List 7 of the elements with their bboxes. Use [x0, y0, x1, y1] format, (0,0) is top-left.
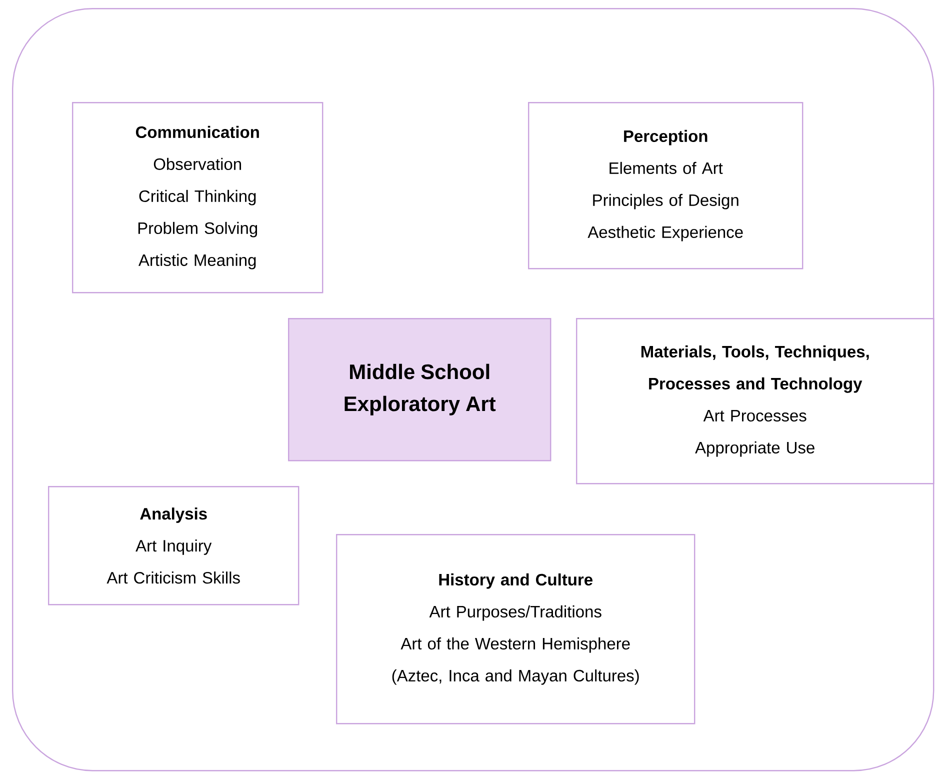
topic-box: History and Culture Art Purposes/Traditions Art of the Western Hemisphere (Aztec, Inca and Mayan Cultures)	[336, 534, 696, 724]
topic-box: Perception Elements of Art Principles of Design Aesthetic Experience	[528, 102, 804, 270]
topic-box: Communication Observation Critical Thinking Problem Solving Artistic Meaning	[72, 102, 324, 294]
topic-box: Materials, Tools, Techniques, Processes and Technology Art Processes Appropriate Use	[576, 318, 934, 484]
central-box: Middle School Exploratory Art	[288, 318, 552, 462]
topic-box: Analysis Art Inquiry Art Criticism Skills	[48, 486, 300, 606]
rounded-frame	[12, 8, 934, 772]
